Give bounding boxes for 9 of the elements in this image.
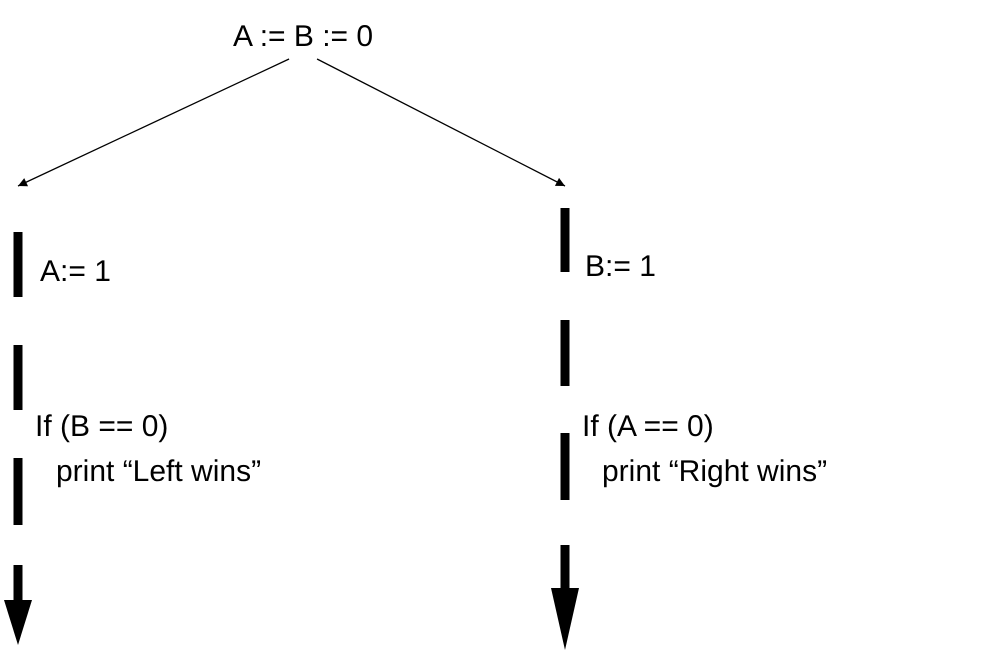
code-text: B:= 1 xyxy=(585,250,656,283)
code-text: print “Right wins” xyxy=(602,455,828,488)
arrow xyxy=(316,58,566,187)
code-text: If (B == 0) xyxy=(35,410,168,443)
code-text: A:= 1 xyxy=(40,255,111,288)
arrow xyxy=(18,58,290,187)
code-text: print “Left wins” xyxy=(56,455,262,488)
statement-text: A := B := 0 xyxy=(233,20,374,53)
code-text: If (A == 0) xyxy=(582,410,714,443)
